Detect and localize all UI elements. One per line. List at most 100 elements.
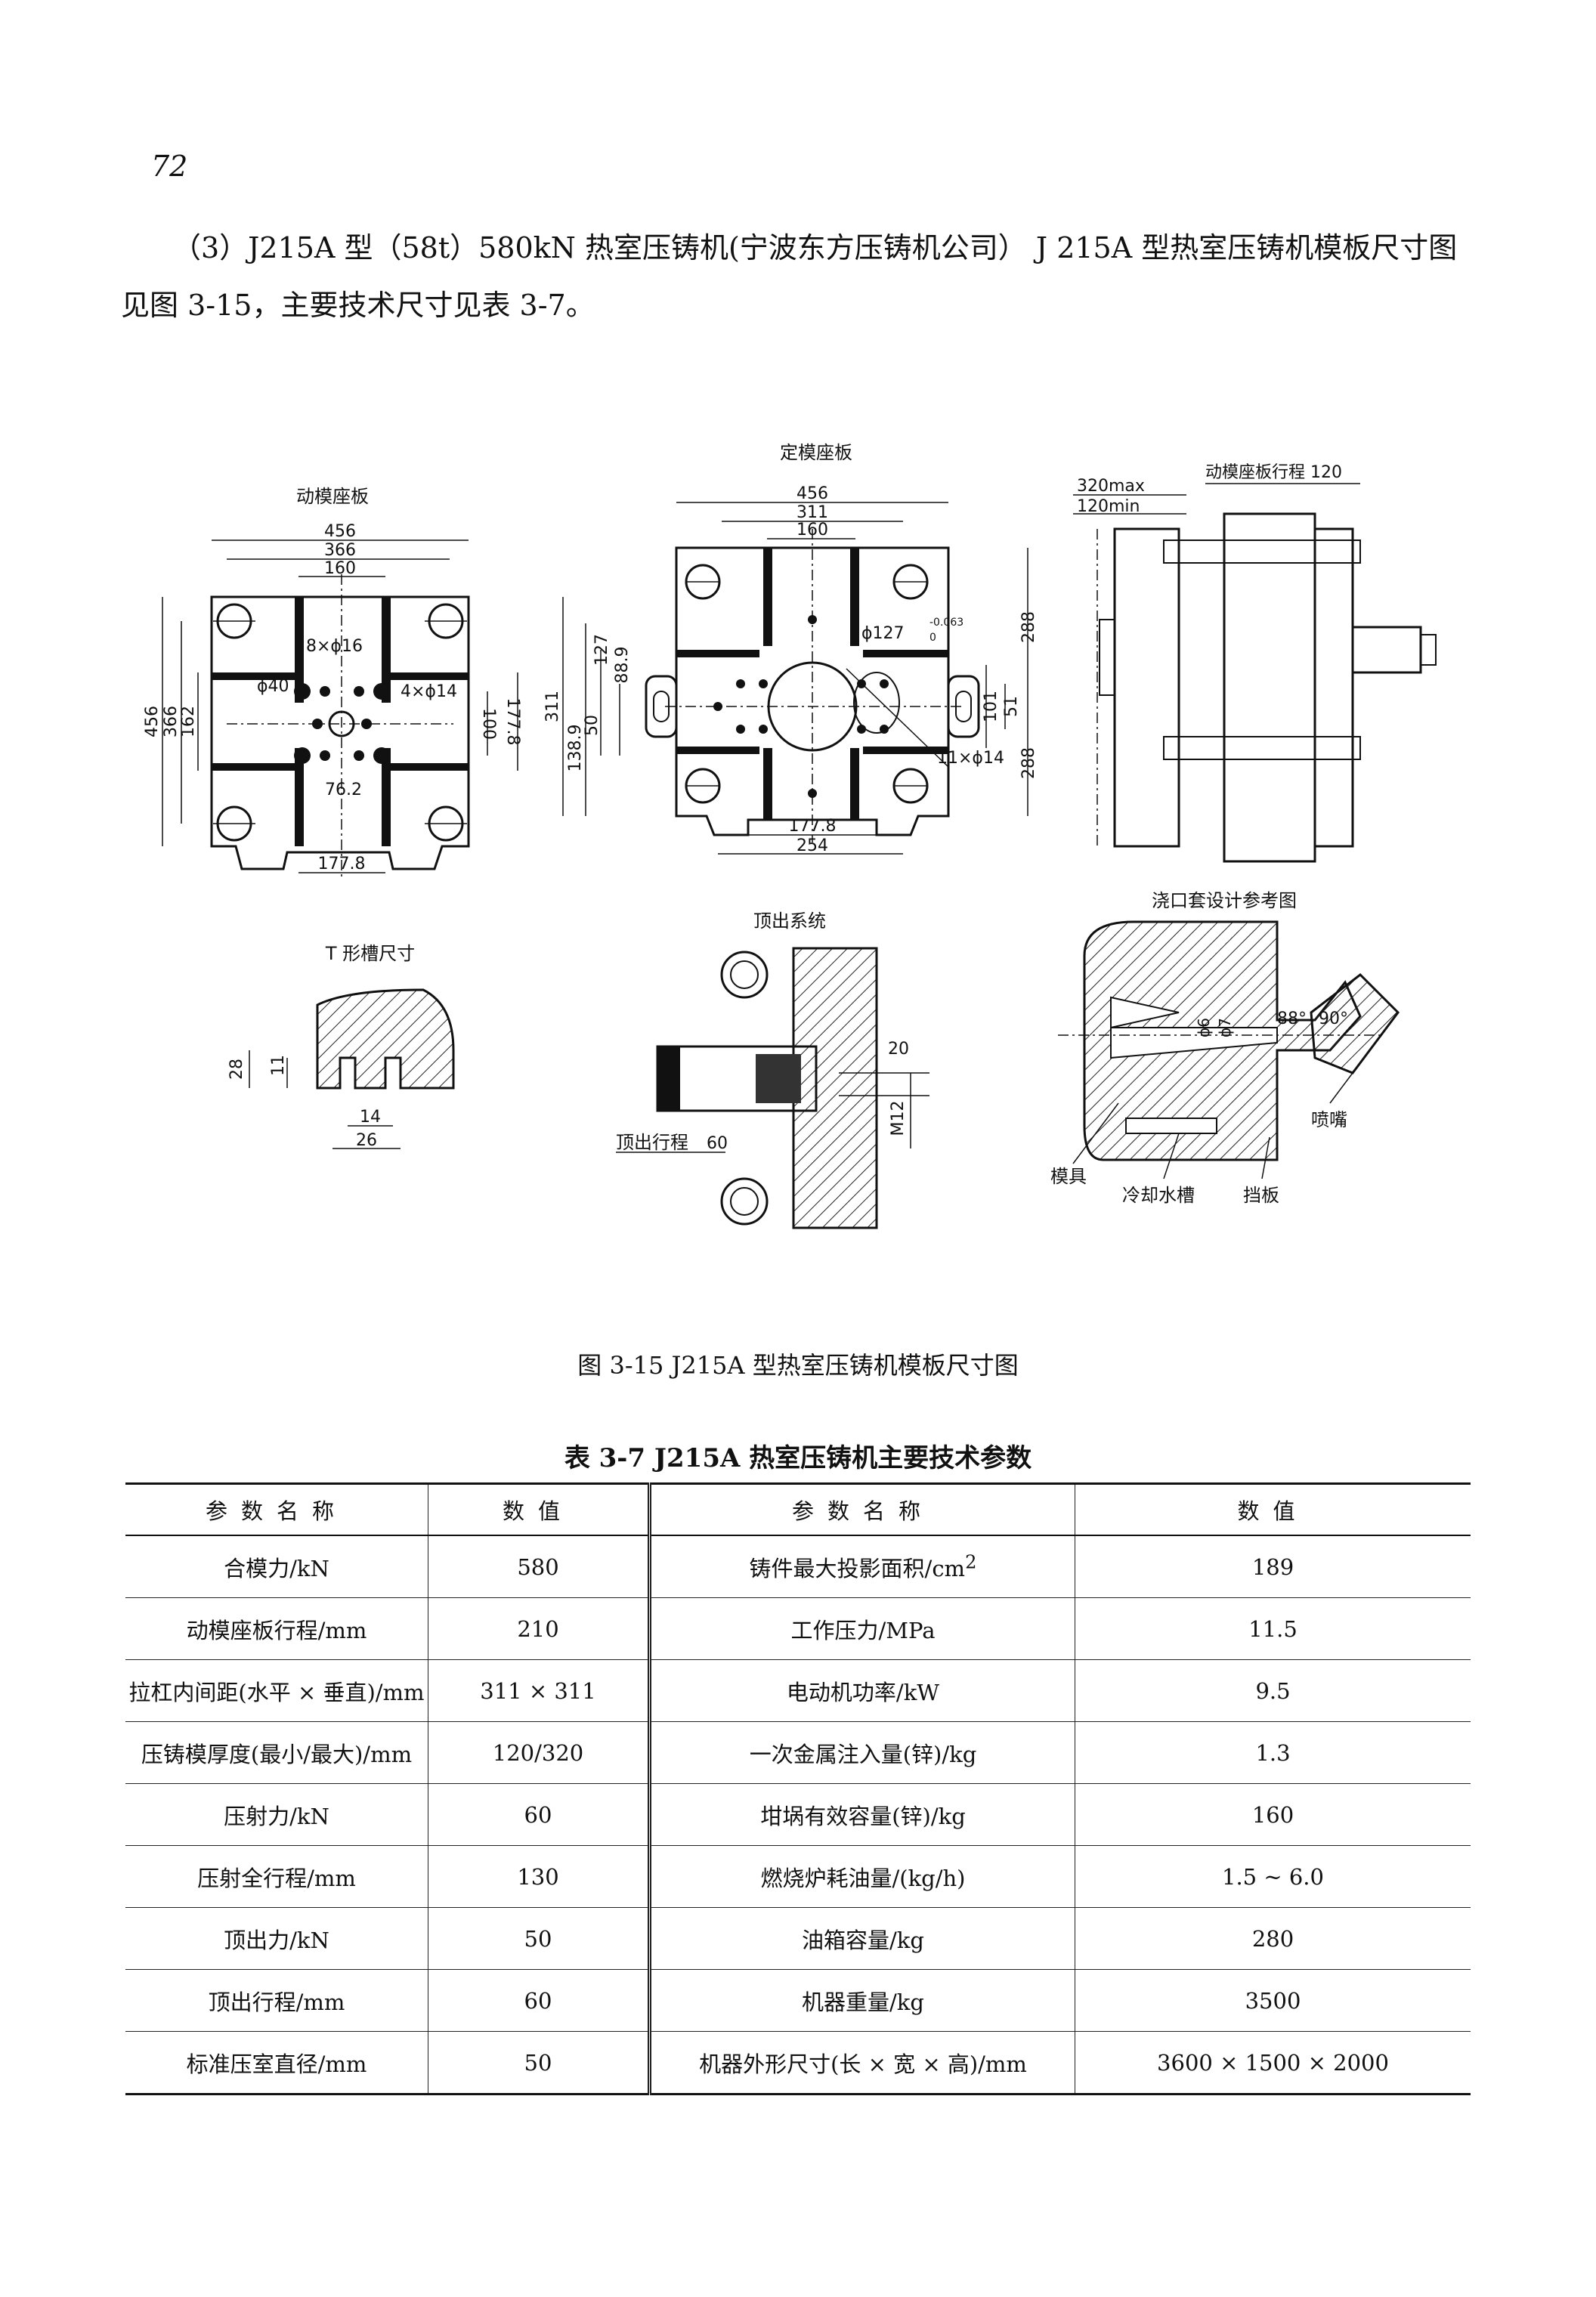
moving-platen-title: 动模座板 — [296, 486, 369, 507]
table-cell: 1.3 — [1075, 1721, 1471, 1784]
sprue-label-nozzle: 喷嘴 — [1311, 1109, 1347, 1130]
fixed-platen-dim-51: 51 — [1002, 696, 1021, 717]
table-cell: 9.5 — [1075, 1659, 1471, 1722]
fixed-platen-dim-101: 101 — [982, 691, 1001, 722]
t-slot-drawing: T 形槽尺寸 28 11 14 26 — [227, 943, 455, 1150]
table-cell: 顶出力/kN — [125, 1907, 428, 1970]
side-view-drawing: 320max 120min 动模座板行程 120 — [1073, 463, 1437, 863]
sprue-dim-90deg: 90° — [1319, 1009, 1348, 1028]
header-param-name-left: 参数名称 — [125, 1482, 428, 1536]
t-slot-title: T 形槽尺寸 — [325, 943, 415, 964]
table-row: 标准压室直径/mm 50 机器外形尺寸(长 × 宽 × 高)/mm 3600 ×… — [125, 2031, 1471, 2095]
sprue-dim-phi7: ϕ7 — [1216, 1018, 1234, 1037]
table-cell: 顶出行程/mm — [125, 1969, 428, 2032]
fixed-platen-dim-288-bottom: 288 — [1019, 747, 1038, 779]
t-slot-dim-28: 28 — [227, 1059, 246, 1080]
fixed-platen-dim-311: 311 — [796, 503, 828, 522]
table-cell: 拉杠内间距(水平 × 垂直)/mm — [125, 1659, 428, 1722]
sprue-title: 浇口套设计参考图 — [1152, 890, 1297, 911]
ejector-title: 顶出系统 — [753, 910, 826, 932]
fixed-platen-dim-288-top: 288 — [1019, 611, 1038, 643]
table-cell: 311 × 311 — [428, 1659, 650, 1722]
fixed-platen-dim-11xphi14: 11×ϕ14 — [937, 749, 1004, 768]
table-cell: 压铸模厚度(最小/最大)/mm — [125, 1721, 428, 1784]
sprue-drawing: 浇口套设计参考图 ϕ6 ϕ7 88° 90° 喷嘴 模具 冷却水槽 挡板 — [1050, 890, 1400, 1206]
moving-platen-dim-76-2: 76.2 — [325, 781, 362, 799]
t-slot-dim-26: 26 — [356, 1131, 377, 1150]
table-cell: 11.5 — [1075, 1597, 1471, 1660]
table-cell: 铸件最大投影面积/cm2 — [648, 1535, 1075, 1598]
table-cell: 压射全行程/mm — [125, 1845, 428, 1908]
table-cell: 280 — [1075, 1907, 1471, 1970]
moving-platen-drawing: 动模座板 — [143, 486, 522, 876]
moving-platen-dim-phi40: ϕ40 — [257, 677, 289, 696]
fixed-platen-dim-254: 254 — [796, 836, 828, 855]
table-cell: 电动机功率/kW — [648, 1659, 1075, 1722]
fixed-platen-dim-88-9: 88.9 — [613, 647, 632, 684]
fixed-platen-dim-127: 127 — [592, 634, 611, 666]
fixed-platen-dim-50: 50 — [583, 715, 602, 736]
header-value-right: 数值 — [1075, 1482, 1471, 1536]
ejector-dim-m12: M12 — [889, 1101, 908, 1136]
fixed-platen-dim-177-8: 177.8 — [789, 817, 837, 836]
table-cell: 油箱容量/kg — [648, 1907, 1075, 1970]
moving-platen-dim-366-side: 366 — [162, 706, 181, 737]
table-cell: 动模座板行程/mm — [125, 1597, 428, 1660]
table-cell: 合模力/kN — [125, 1535, 428, 1598]
sprue-label-baffle: 挡板 — [1243, 1185, 1279, 1206]
fixed-platen-dim-160: 160 — [796, 521, 828, 539]
table-row: 压铸模厚度(最小/最大)/mm 120/320 一次金属注入量(锌)/kg 1.… — [125, 1721, 1471, 1784]
side-view-dim-320max: 320max — [1077, 477, 1145, 496]
table-cell: 60 — [428, 1783, 650, 1846]
ejector-drawing: 顶出系统 20 M12 顶出行程 60 — [616, 910, 929, 1229]
table-cell: 3600 × 1500 × 2000 — [1075, 2031, 1471, 2095]
moving-platen-dim-4xphi14: 4×ϕ14 — [401, 682, 457, 701]
ejector-stroke-value: 60 — [707, 1134, 728, 1153]
moving-platen-dim-8xphi16: 8×ϕ16 — [306, 637, 363, 656]
moving-platen-dim-177-8-side: 177.8 — [503, 698, 522, 746]
moving-platen-dim-177-8-bottom: 177.8 — [318, 855, 366, 873]
moving-platen-dim-366-top: 366 — [324, 541, 356, 560]
table-cell: 标准压室直径/mm — [125, 2031, 428, 2095]
moving-platen-dim-456-top: 456 — [324, 522, 356, 541]
intro-paragraph: （3）J215A 型（58t）580kN 热室压铸机(宁波东方压铸机公司） J … — [121, 219, 1481, 334]
sprue-label-mold: 模具 — [1050, 1166, 1087, 1187]
sprue-dim-phi6: ϕ6 — [1195, 1018, 1213, 1037]
table-cell: 燃烧炉耗油量/(kg/h) — [648, 1845, 1075, 1908]
side-view-stroke-label: 动模座板行程 120 — [1205, 463, 1342, 482]
fixed-platen-title: 定模座板 — [780, 442, 852, 463]
table-row: 压射全行程/mm 130 燃烧炉耗油量/(kg/h) 1.5 ~ 6.0 — [125, 1845, 1471, 1908]
sprue-dim-88deg: 88° — [1277, 1009, 1307, 1028]
moving-platen-dim-162: 162 — [179, 706, 198, 737]
fixed-platen-tol-upper: -0.063 — [929, 617, 963, 629]
t-slot-dim-14: 14 — [360, 1108, 381, 1127]
side-view-dim-120min: 120min — [1077, 497, 1140, 516]
table-cell: 160 — [1075, 1783, 1471, 1846]
table-cell: 210 — [428, 1597, 650, 1660]
moving-platen-dim-456-side: 456 — [143, 706, 162, 737]
table-cell: 60 — [428, 1969, 650, 2032]
table-row: 合模力/kN 580 铸件最大投影面积/cm2 189 — [125, 1535, 1471, 1598]
ejector-dim-20: 20 — [888, 1040, 909, 1059]
moving-platen-dim-100: 100 — [479, 708, 498, 740]
spec-table: 参数名称 数值 参数名称 数值 合模力/kN 580 铸件最大投影面积/cm2 … — [125, 1482, 1471, 2095]
table-cell: 工作压力/MPa — [648, 1597, 1075, 1660]
table-row: 压射力/kN 60 坩埚有效容量(锌)/kg 160 — [125, 1783, 1471, 1846]
table-cell: 机器重量/kg — [648, 1969, 1075, 2032]
figure-3-15: 动模座板 — [143, 442, 1437, 1229]
table-cell: 580 — [428, 1535, 650, 1598]
sprue-label-cooling-slot: 冷却水槽 — [1122, 1185, 1195, 1206]
fixed-platen-drawing: 定模座板 — [543, 442, 1038, 855]
moving-platen-dim-160: 160 — [324, 559, 356, 578]
fixed-platen-dim-138-9: 138.9 — [566, 725, 585, 772]
table-row: 顶出力/kN 50 油箱容量/kg 280 — [125, 1907, 1471, 1970]
table-cell: 130 — [428, 1845, 650, 1908]
page-number: 72 — [151, 150, 188, 183]
table-cell: 189 — [1075, 1535, 1471, 1598]
table-cell: 3500 — [1075, 1969, 1471, 2032]
table-cell: 50 — [428, 1907, 650, 1970]
fixed-platen-dim-456: 456 — [796, 484, 828, 503]
table-row: 顶出行程/mm 60 机器重量/kg 3500 — [125, 1969, 1471, 2032]
table-cell: 1.5 ~ 6.0 — [1075, 1845, 1471, 1908]
fixed-platen-tol-lower: 0 — [929, 632, 936, 644]
